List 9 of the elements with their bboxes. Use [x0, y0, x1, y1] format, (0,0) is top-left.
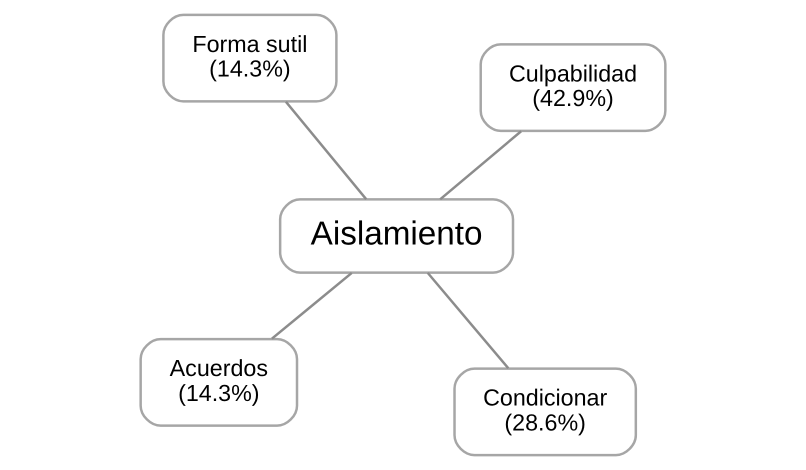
node-box: Forma sutil (14.3%) — [162, 14, 338, 103]
node-box: Acuerdos (14.3%) — [139, 338, 298, 427]
connector — [284, 101, 368, 200]
node-box: Aislamiento — [278, 198, 514, 274]
connector — [271, 272, 353, 340]
node-box: Condicionar (28.6%) — [453, 367, 638, 456]
connector — [439, 130, 522, 200]
node-box: Culpabilidad (42.9%) — [479, 43, 667, 132]
connector — [426, 272, 510, 370]
